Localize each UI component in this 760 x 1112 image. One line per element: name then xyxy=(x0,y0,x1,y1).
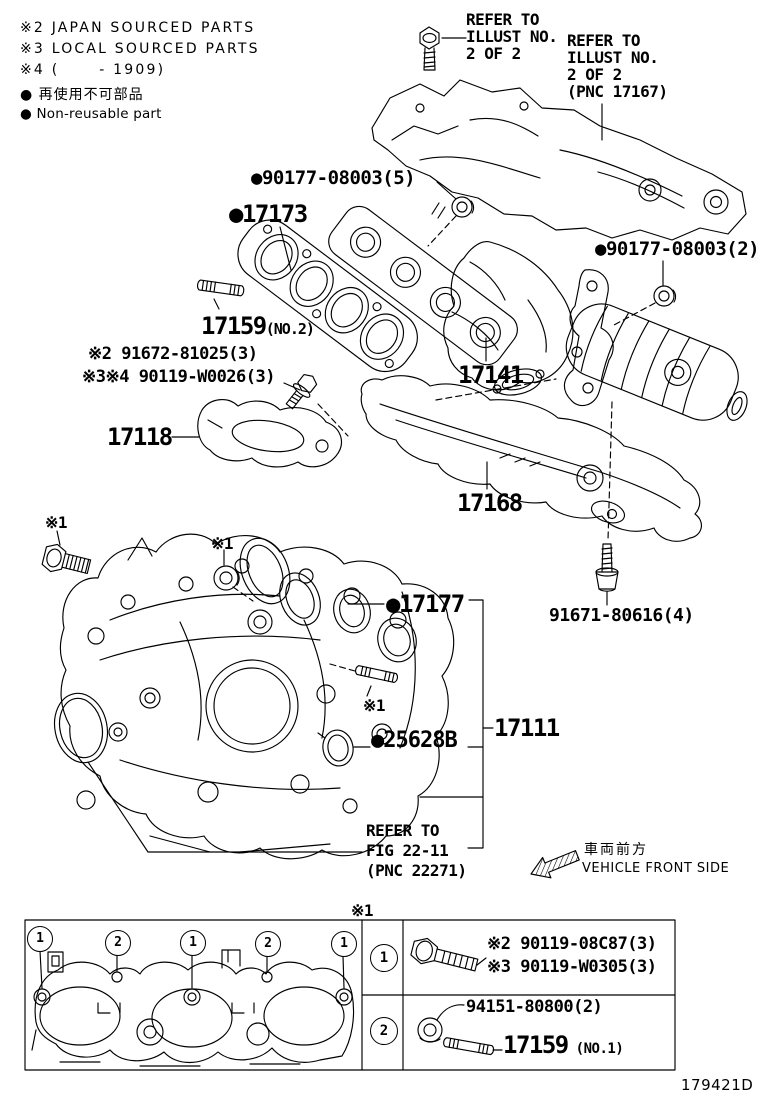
label-gasket-17177: ●17177 xyxy=(386,590,465,618)
legend-nonreusable-en: ● Non-reusable part xyxy=(20,106,162,122)
label-star1-bolt: ※1 xyxy=(45,513,68,532)
label-insulator-17168: 17168 xyxy=(457,489,523,517)
table-row1-label-japan: ※2 90119-08C87(3) xyxy=(487,934,657,954)
star1-stud-drawing xyxy=(355,665,399,683)
label-bracket-17118: 17118 xyxy=(107,423,173,451)
gasket-callout-2: 2 xyxy=(105,930,131,956)
label-stud-17159-no2: 17159(NO.2) xyxy=(201,312,315,340)
table-bolt-drawing xyxy=(410,937,487,972)
label-manifold-17141: 17141 xyxy=(458,361,524,389)
label-bolt-91672: ※2 91672-81025(3) xyxy=(88,344,258,364)
label-star1-nut: ※1 xyxy=(211,534,234,553)
label-bolt-91671: 91671-80616(4) xyxy=(549,605,694,626)
gasket-callout-3: 1 xyxy=(180,930,206,956)
leader-lines xyxy=(56,37,664,853)
figure-code: 179421D xyxy=(681,1076,754,1094)
label-nut-90177-upper: ●90177-08003(5) xyxy=(251,167,416,189)
intake-gasket-drawing xyxy=(239,537,417,663)
gasket-callout-4: 2 xyxy=(255,931,281,957)
bracket-bolt-drawing xyxy=(285,373,318,410)
label-ring-25628b: ●25628B xyxy=(371,728,458,753)
bracket-drawing xyxy=(197,399,343,468)
label-vehicle-front-en: VEHICLE FRONT SIDE xyxy=(582,861,730,876)
star1-nut-drawing xyxy=(213,565,240,591)
reference-table-grid xyxy=(24,919,676,1071)
upper-heat-insulator-drawing xyxy=(371,79,747,241)
star1-bolt-drawing xyxy=(41,543,92,575)
manifold-nut-side-drawing xyxy=(653,285,677,307)
label-bolt-90119-w0026: ※3※4 90119-W0026(3) xyxy=(82,367,275,387)
label-table-star1: ※1 xyxy=(351,901,374,920)
label-refer-fig-22-11: REFER TO FIG 22-11 (PNC 22271) xyxy=(366,821,467,880)
table-row2-label-17159: 17159 (NO.1) xyxy=(503,1031,624,1059)
label-star1-stud: ※1 xyxy=(363,696,386,715)
throttle-oring-drawing xyxy=(53,692,109,764)
label-manifold-17111: 17111 xyxy=(494,714,560,742)
manifold-nut-upper-drawing xyxy=(451,196,475,218)
legend-nonreusable-jp: ● 再使用不可部品 xyxy=(20,87,144,103)
legend-japan-sourced: ※2 JAPAN SOURCED PARTS xyxy=(20,20,256,36)
ring-25628b-drawing xyxy=(317,729,354,767)
label-gasket-17173: ●17173 xyxy=(229,200,308,228)
label-refer-illust-bolt: REFER TO ILLUST NO. 2 OF 2 xyxy=(466,10,558,63)
label-vehicle-front-jp: 車両前方 xyxy=(584,842,648,858)
tail-bolt-drawing xyxy=(595,543,619,592)
table-row1-number: 1 xyxy=(370,944,398,972)
exhaust-gasket-drawing xyxy=(237,219,418,373)
vehicle-front-arrow xyxy=(530,850,580,879)
label-stud-17159-no2-note: (NO.2) xyxy=(265,320,315,338)
top-bolt-drawing xyxy=(419,26,440,71)
intake-manifold-drawing xyxy=(59,533,455,860)
label-nut-90177-side: ●90177-08003(2) xyxy=(595,238,760,260)
exhaust-manifold-drawing xyxy=(328,202,574,396)
label-refer-illust-shield: REFER TO ILLUST NO. 2 OF 2 (PNC 17167) xyxy=(567,31,668,101)
table-row1-label-local: ※3 90119-W0305(3) xyxy=(487,957,657,977)
table-nut-stud-drawing xyxy=(417,1004,503,1056)
catalytic-converter-drawing xyxy=(563,269,748,421)
table-row2-label-94151: 94151-80800(2) xyxy=(466,997,603,1017)
table-row2-number: 2 xyxy=(370,1017,398,1045)
legend-local-sourced: ※3 LOCAL SOURCED PARTS xyxy=(20,41,260,57)
table-row2-label-17159-note: (NO.1) xyxy=(567,1041,624,1057)
gasket-callout-1: 1 xyxy=(27,926,53,952)
gasket-callout-5: 1 xyxy=(331,931,357,957)
gasket-hole-map-drawing xyxy=(31,949,355,1067)
legend-date-range: ※4 ( - 1909) xyxy=(20,62,166,78)
stud-no2-drawing xyxy=(196,279,245,297)
lower-heat-insulator-drawing xyxy=(360,375,702,542)
